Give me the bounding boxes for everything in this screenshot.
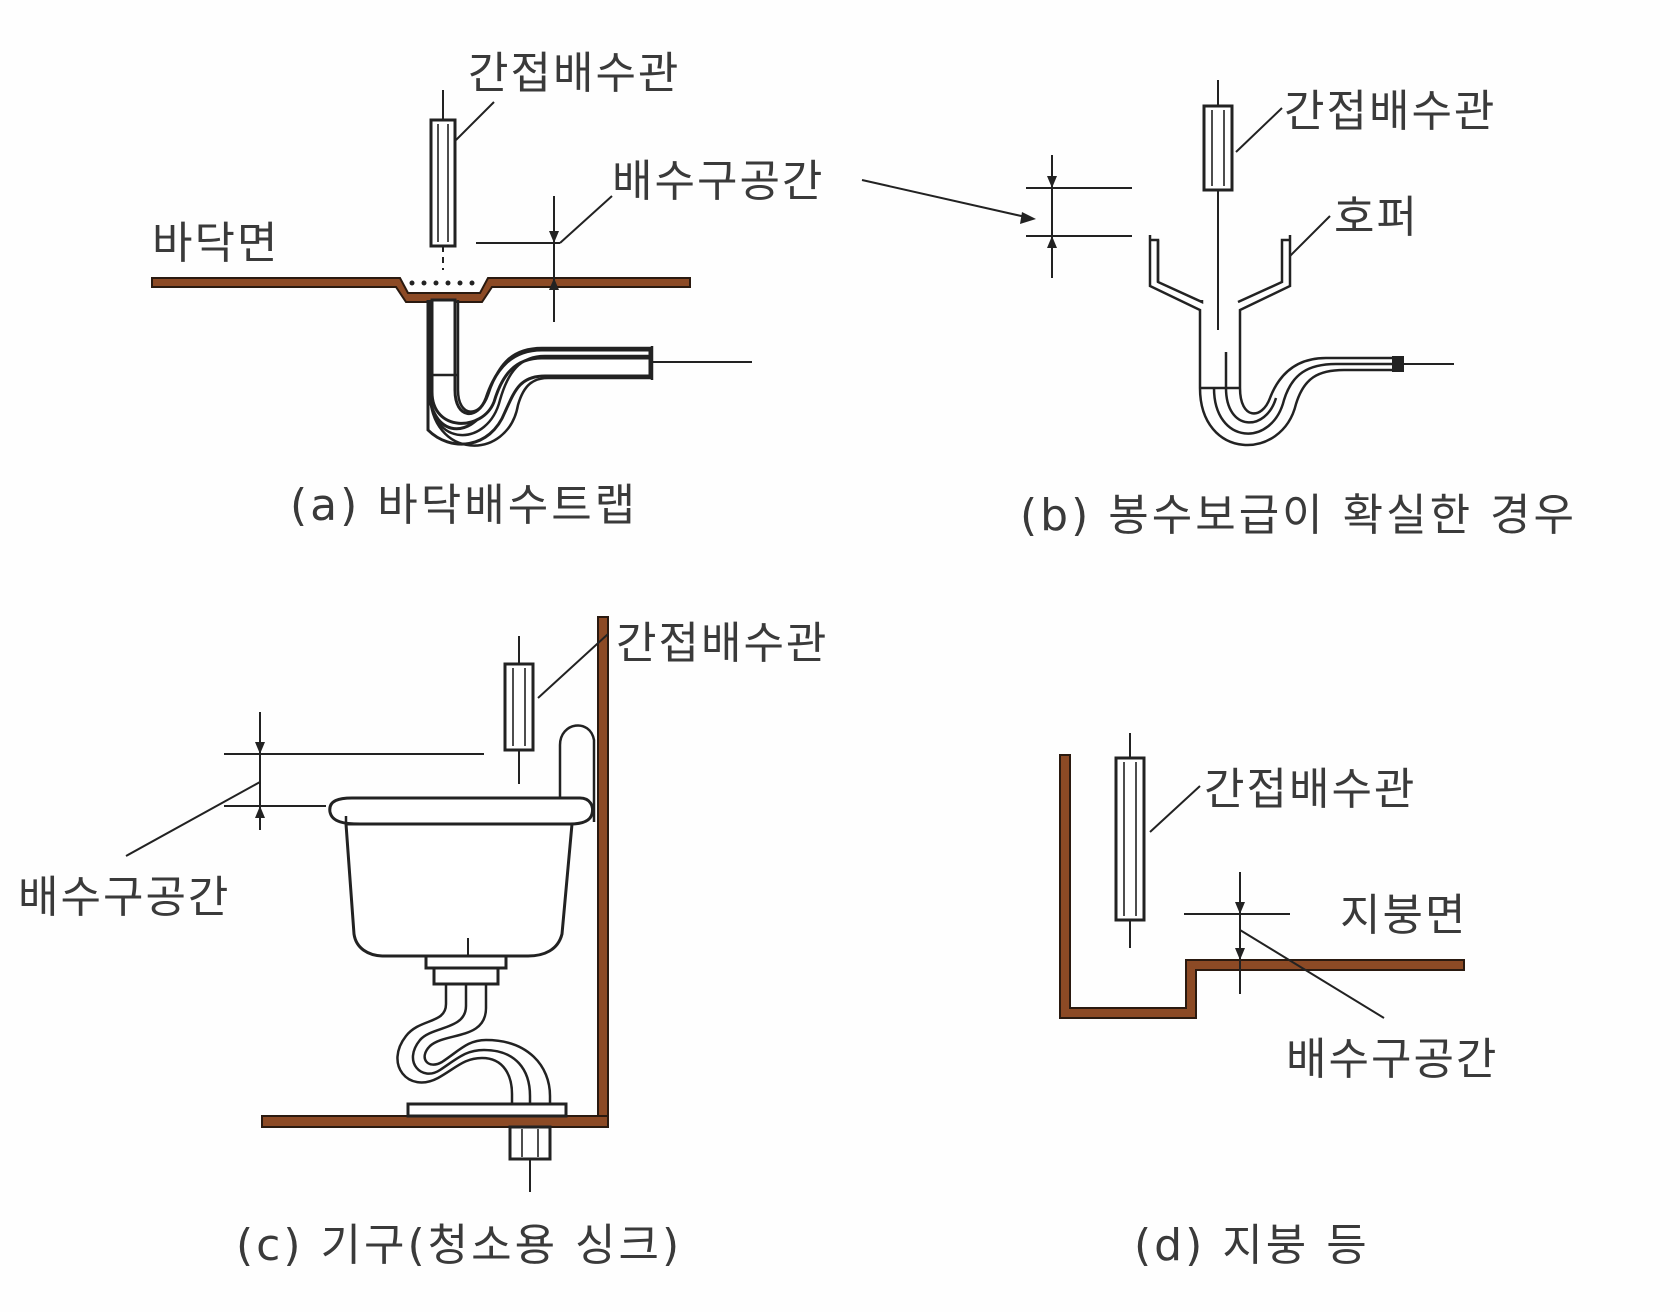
air-gap-dimension-c <box>125 712 484 857</box>
caption-c: (c) 기구(청소용 싱크) <box>236 1220 682 1271</box>
label-indirect-drain-c: 간접배수관 <box>616 618 828 669</box>
gap-leader-a-to-b <box>861 179 1036 224</box>
label-drain-gap-d: 배수구공간 <box>1286 1034 1498 1085</box>
leader-hopper <box>1289 215 1331 257</box>
wall <box>597 616 609 1128</box>
panel-a: 간접배수관 배수구공간 바닥면 (a) 바닥배수트랩 <box>151 48 824 531</box>
indirect-drain-pipe-c <box>503 636 535 784</box>
caption-d: (d) 지붕 등 <box>1134 1220 1370 1271</box>
leader-indirect-d <box>1149 785 1201 833</box>
label-roof-surface: 지붕면 <box>1340 890 1467 941</box>
label-floor-surface: 바닥면 <box>152 218 279 269</box>
floor-surface <box>151 277 691 303</box>
hopper <box>1148 235 1292 388</box>
air-gap-dimension-d <box>1184 872 1385 1019</box>
panel-c: 간접배수관 배수구공간 (c) 기구(청소용 싱크) <box>18 616 828 1271</box>
air-gap-dimension-b <box>1026 155 1132 278</box>
label-indirect-drain-d: 간접배수관 <box>1204 764 1416 815</box>
label-indirect-drain-a: 간접배수관 <box>468 48 680 99</box>
panel-b: 간접배수관 호퍼 (b) 봉수보급이 확실한 경우 <box>1020 80 1577 541</box>
roof-surface <box>1059 754 1465 1019</box>
label-hopper: 호퍼 <box>1334 192 1419 243</box>
service-sink <box>328 724 596 958</box>
label-indirect-drain-b: 간접배수관 <box>1284 86 1496 137</box>
indirect-drain-pipe-a <box>429 90 457 270</box>
label-drain-gap-a: 배수구공간 <box>612 156 824 207</box>
floor-trap <box>426 298 752 447</box>
hopper-trap <box>1198 352 1454 447</box>
indirect-drain-pipe-d <box>1114 733 1146 948</box>
panel-d: 간접배수관 지붕면 배수구공간 (d) 지붕 등 <box>1059 733 1498 1271</box>
indirect-drain-pipe-b <box>1202 80 1234 330</box>
sink-trap <box>396 938 568 1192</box>
floor-surface-c <box>261 1115 609 1128</box>
caption-b: (b) 봉수보급이 확실한 경우 <box>1020 490 1577 541</box>
caption-a: (a) 바닥배수트랩 <box>290 480 638 531</box>
label-drain-gap-c: 배수구공간 <box>18 872 230 923</box>
strainer-grate <box>409 280 475 286</box>
air-gap-dimension-a <box>455 101 613 322</box>
leader-indirect-b <box>1235 107 1283 153</box>
leader-indirect-c <box>537 633 609 699</box>
